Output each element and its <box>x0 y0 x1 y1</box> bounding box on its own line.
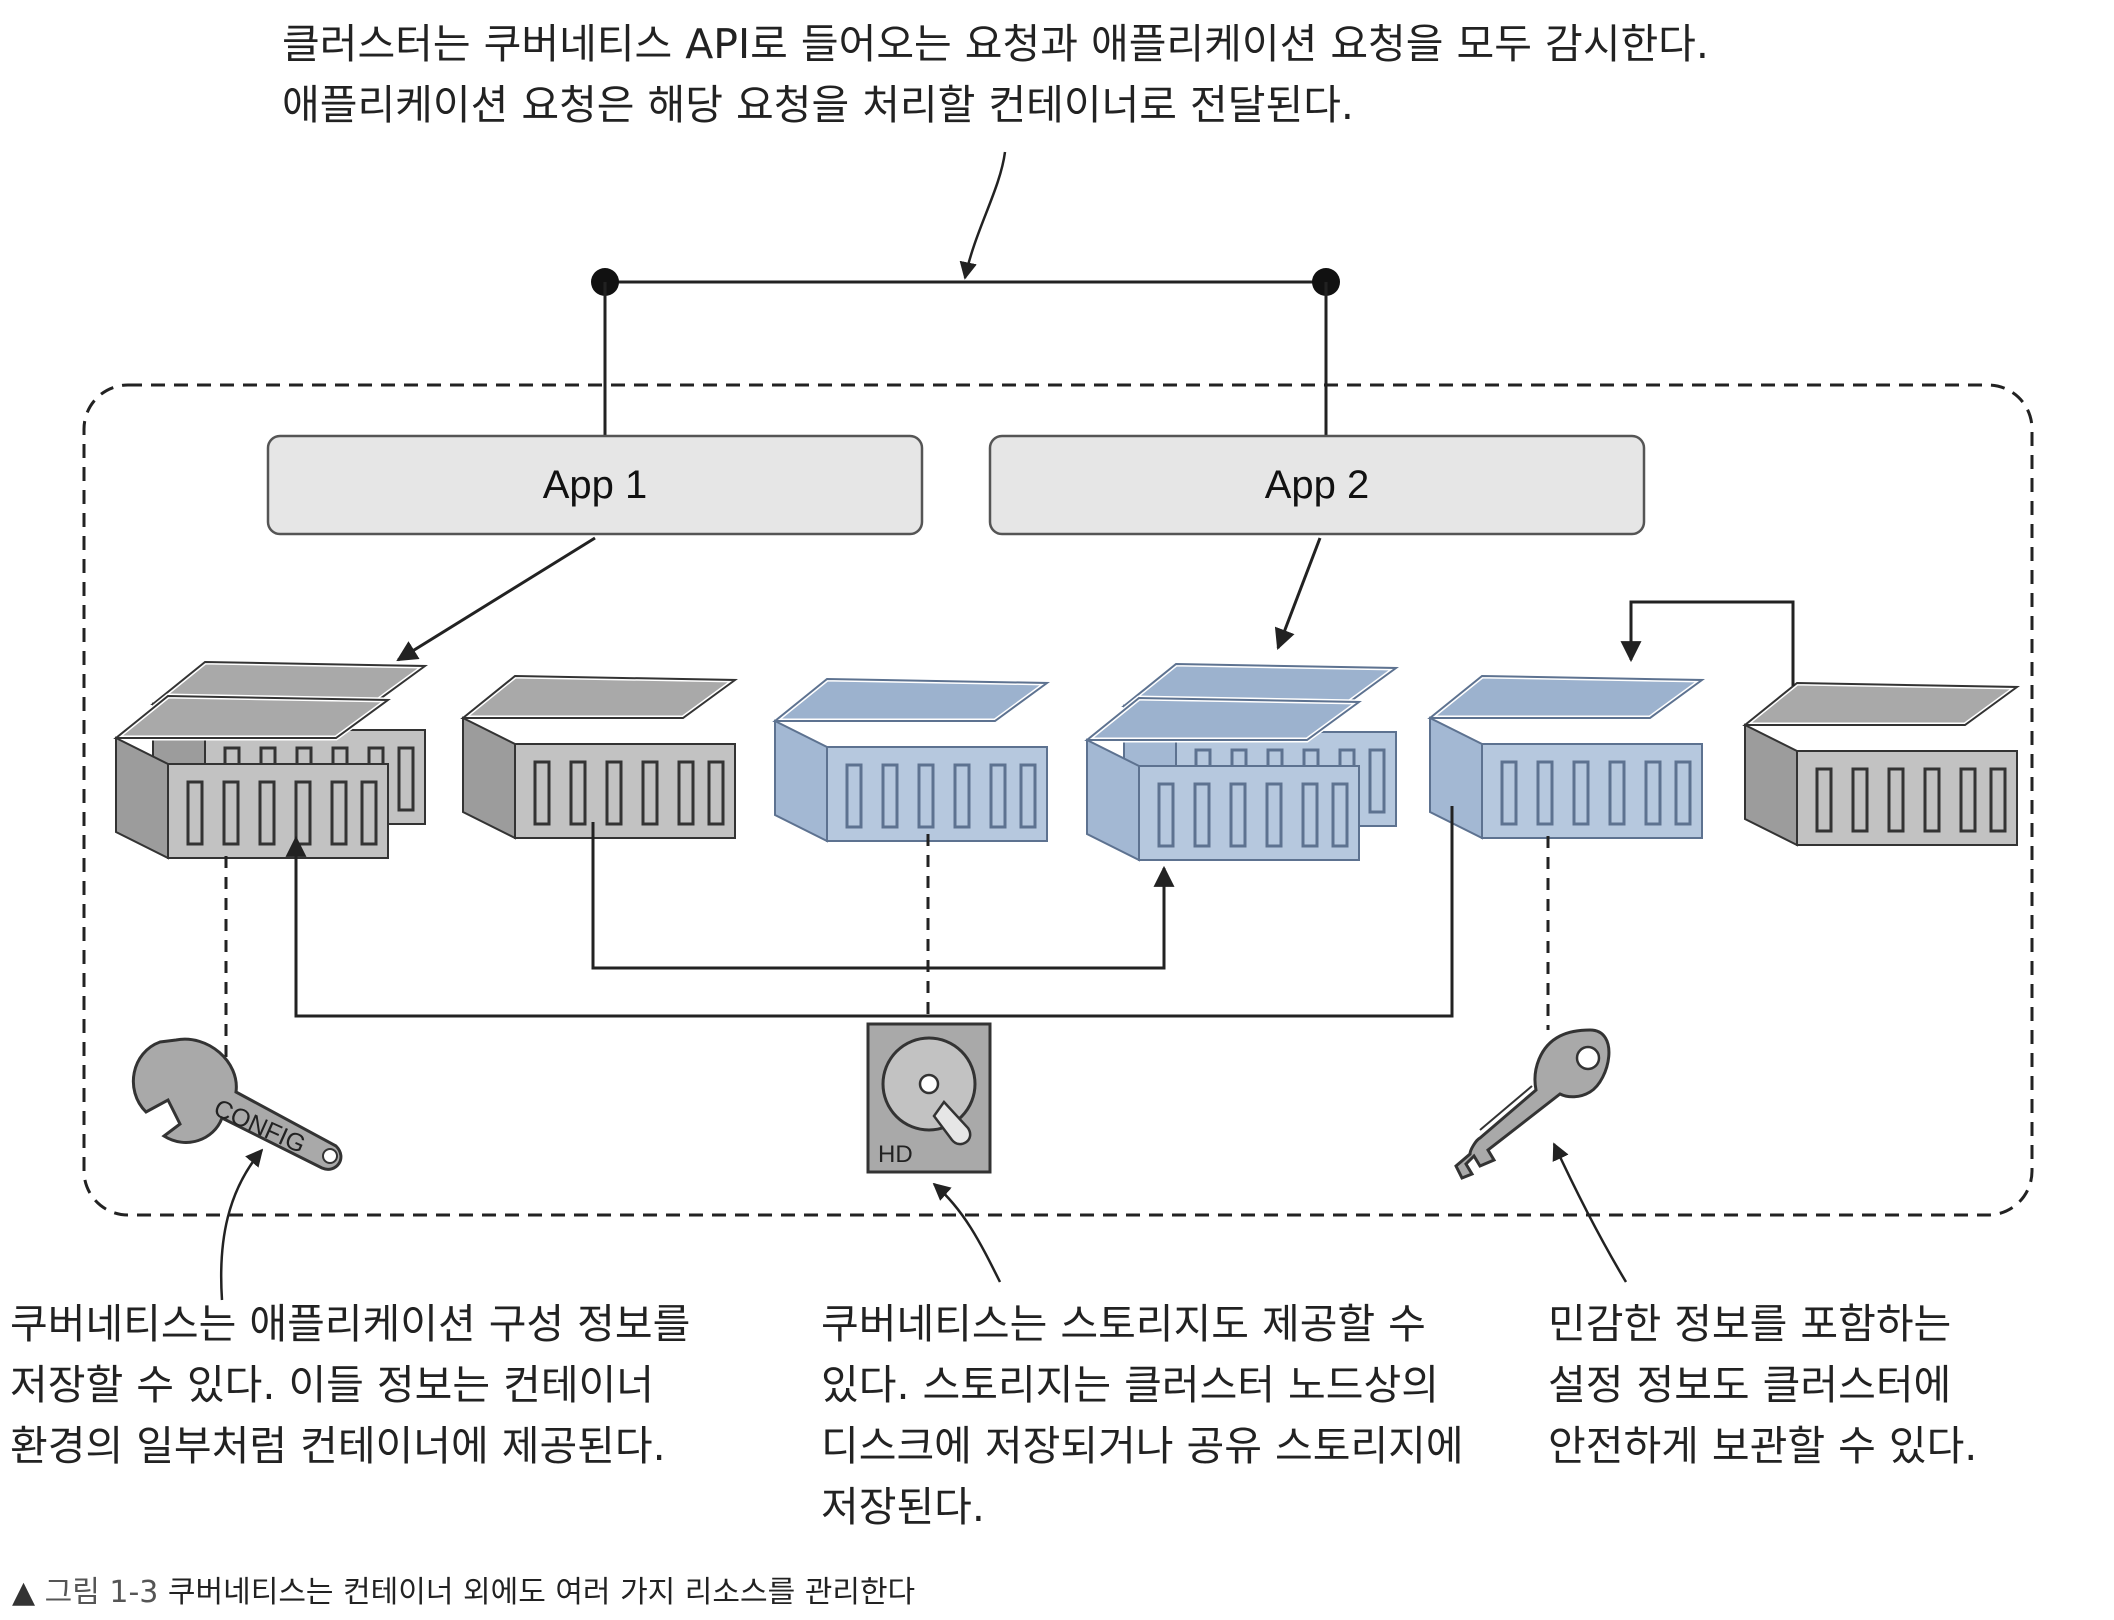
storage-caption-line-2: 있다. 스토리지는 클러스터 노드상의 <box>821 1361 1439 1409</box>
secret-share-arrow <box>1620 600 1795 686</box>
secret-caption-line-3: 안전하게 보관할 수 있다. <box>1548 1422 1978 1470</box>
app2-to-container-arrow <box>1274 537 1322 650</box>
container-4-front <box>1087 698 1359 860</box>
storage-caption-line-4: 저장된다. <box>821 1483 985 1531</box>
secret-caption-line-1: 민감한 정보를 포함하는 <box>1548 1300 1952 1348</box>
hd-label: HD <box>878 1141 913 1168</box>
container-1-front <box>116 696 388 858</box>
figure-caption-text: 쿠버네티스는 컨테이너 외에도 여러 가지 리소스를 관리한다 <box>167 1575 916 1610</box>
container-5 <box>1430 676 1702 838</box>
app1-to-container-arrow <box>396 536 596 662</box>
storage-caption-line-1: 쿠버네티스는 스토리지도 제공할 수 <box>821 1300 1426 1348</box>
container-3 <box>775 679 1047 841</box>
app1-box <box>266 434 924 536</box>
storage-line-container2 <box>591 822 1175 970</box>
config-caption-line-2: 저장할 수 있다. 이들 정보는 컨테이너 <box>10 1361 654 1409</box>
storage-caption: 쿠버네티스는 스토리지도 제공할 수 있다. 스토리지는 클러스터 노드상의 디… <box>821 1294 1464 1538</box>
storage-line-container5 <box>285 806 1454 1018</box>
secret-caption-arrow <box>1552 1142 1628 1283</box>
config-caption: 쿠버네티스는 애플리케이션 구성 정보를 저장할 수 있다. 이들 정보는 컨테… <box>10 1294 690 1477</box>
config-caption-arrow <box>219 1148 264 1301</box>
config-caption-line-1: 쿠버네티스는 애플리케이션 구성 정보를 <box>10 1300 691 1348</box>
container-2 <box>463 676 735 838</box>
storage-caption-line-3: 디스크에 저장되거나 공유 스토리지에 <box>821 1422 1464 1470</box>
figure-caption-marker: ▲ <box>12 1575 36 1610</box>
figure-caption-number: 그림 1-3 <box>44 1575 159 1610</box>
figure-caption: ▲ 그림 1-3 쿠버네티스는 컨테이너 외에도 여러 가지 리소스를 관리한다 <box>12 1573 915 1613</box>
top-annotation-arrow <box>959 151 1007 280</box>
wrench-icon: CONFIG <box>131 1037 343 1171</box>
app2-box <box>988 434 1646 536</box>
secret-caption-line-2: 설정 정보도 클러스터에 <box>1548 1361 1952 1409</box>
cluster-boundary <box>82 383 2034 1217</box>
key-icon <box>1454 1028 1611 1180</box>
top-annotation: 클러스터는 쿠버네티스 API로 들어오는 요청과 애플리케이션 요청을 모두 … <box>282 14 1709 136</box>
hard-disk-icon: HD <box>866 1022 992 1174</box>
container-6 <box>1745 683 2017 845</box>
secret-caption: 민감한 정보를 포함하는 설정 정보도 클러스터에 안전하게 보관할 수 있다. <box>1548 1294 1977 1477</box>
storage-caption-arrow <box>932 1182 1002 1283</box>
container-group-4 <box>1087 664 1396 860</box>
container-group-1 <box>116 662 425 858</box>
config-caption-line-3: 환경의 일부처럼 컨테이너에 제공된다. <box>10 1422 666 1470</box>
top-annotation-line-1: 클러스터는 쿠버네티스 API로 들어오는 요청과 애플리케이션 요청을 모두 … <box>282 20 1709 68</box>
top-annotation-line-2: 애플리케이션 요청은 해당 요청을 처리할 컨테이너로 전달된다. <box>282 81 1354 129</box>
app2-label: App 2 <box>1264 463 1370 507</box>
app1-label: App 1 <box>542 463 648 507</box>
